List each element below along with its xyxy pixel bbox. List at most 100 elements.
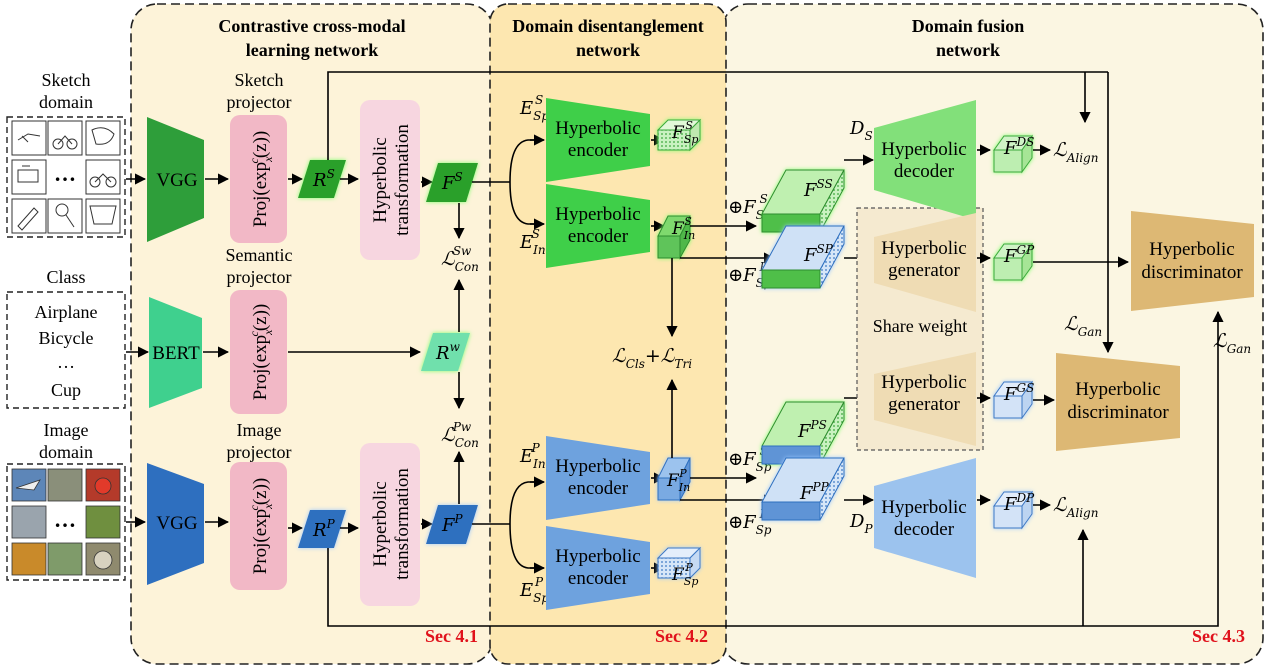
FGS-cube <box>993 380 1033 420</box>
FPin-label: FInP <box>666 467 690 494</box>
bert-block <box>149 297 202 408</box>
FS-box <box>426 163 478 202</box>
image-projector-block <box>230 462 287 590</box>
generator-A-label-2: generator <box>888 260 960 281</box>
sketch-thumbnails <box>11 120 121 234</box>
enc-s-sp-label-2: encoder <box>568 140 629 161</box>
vgg-image-label: VGG <box>156 513 197 534</box>
enc-p-in-label-1: Hyperbolic <box>555 456 640 477</box>
discriminator-A-block <box>1131 211 1254 311</box>
FDS-label: FDS <box>1003 135 1034 159</box>
photo-thumbnails <box>11 468 121 576</box>
class-item-1: Bicycle <box>39 328 94 348</box>
FPin-cube <box>657 457 691 502</box>
image-domain-label-1: Image <box>44 420 89 440</box>
FSsp-label: FSpS <box>671 119 698 146</box>
loss-gan-a: ℒGan <box>1064 313 1102 339</box>
generator-B-label-1: Hyperbolic <box>881 372 966 393</box>
title-disentangle-1: Domain disentanglement <box>512 16 704 36</box>
decoder-S-block <box>874 100 976 220</box>
decoder-S-label-1: Hyperbolic <box>881 139 966 160</box>
RW-label: Rw <box>435 340 461 364</box>
image-projector-label-2: projector <box>227 442 292 462</box>
class-label: Class <box>46 267 85 287</box>
image-ellipsis: … <box>54 507 76 532</box>
E-S-sp-label: ESpS <box>519 93 549 123</box>
sec-tag-4-2: Sec 4.2 <box>655 626 708 646</box>
enc-p-in-label-2: encoder <box>568 478 629 499</box>
E-S-in-label: EInS <box>519 227 546 257</box>
semantic-projector-formula: Proj(expxc(z)) <box>247 304 275 401</box>
svg-text:transformation: transformation <box>392 468 413 580</box>
FPP-label: FPP <box>799 480 830 504</box>
sketch-domain-label-2: domain <box>39 92 93 112</box>
svg-text:transformation: transformation <box>392 124 413 236</box>
FPS-label: FPS <box>797 418 827 442</box>
sketch-ellipsis: … <box>54 161 76 186</box>
FS-label: FS <box>441 170 463 194</box>
RS-label: RS <box>312 167 335 191</box>
class-box <box>6 291 126 409</box>
FSsp-cube <box>656 118 702 152</box>
decoder-S-label-2: decoder <box>894 161 955 182</box>
FP-label: FP <box>441 512 464 536</box>
sec-tag-4-1: Sec 4.1 <box>425 626 478 646</box>
vgg-image-block <box>147 463 204 585</box>
transform-image-block <box>360 443 420 606</box>
title-contrastive-2: learning network <box>246 40 379 60</box>
bert-label: BERT <box>152 343 200 364</box>
svg-text:Proj(expxc(z)): Proj(expxc(z)) <box>247 131 275 228</box>
FPsp-label: FSpP <box>671 561 698 588</box>
sketch-projector-formula: Proj(expxc(z)) <box>247 131 275 228</box>
enc-s-sp-block <box>546 98 650 182</box>
discriminator-A-label-2: discriminator <box>1141 262 1243 283</box>
enc-p-sp-label-1: Hyperbolic <box>555 546 640 567</box>
transform-sketch-label: Hyperbolic transformation <box>370 124 413 236</box>
FSin-label: FInS <box>671 215 695 242</box>
RP-label: RP <box>312 517 336 541</box>
DP-label: DP <box>849 511 873 536</box>
E-P-sp-label: ESpP <box>519 575 549 605</box>
enc-s-in-block <box>546 184 650 268</box>
FSS-label: FSS <box>803 177 833 201</box>
RS-box <box>298 160 346 198</box>
svg-text:Proj(expxc(z)): Proj(expxc(z)) <box>247 304 275 401</box>
generator-B-block <box>874 352 976 446</box>
loss-cls-tri: ℒCls+ℒTri <box>612 345 692 371</box>
enc-s-sp-label-1: Hyperbolic <box>555 118 640 139</box>
DS-label: DS <box>849 118 873 143</box>
decoder-P-block <box>874 458 976 578</box>
FP-box <box>426 505 478 544</box>
image-projector-formula: Proj(expxc(z)) <box>247 478 275 575</box>
decoder-P-label-2: decoder <box>894 519 955 540</box>
discriminator-A-label-1: Hyperbolic <box>1149 239 1234 260</box>
title-fusion-1: Domain fusion <box>912 16 1025 36</box>
E-P-in-label: EInP <box>519 441 546 471</box>
sketch-projector-label-2: projector <box>227 92 292 112</box>
FGP-label: FGP <box>1003 243 1035 267</box>
FDS-cube <box>993 134 1033 174</box>
class-item-2: … <box>57 352 75 372</box>
vgg-sketch-label: VGG <box>156 170 197 191</box>
loss-gan-b: ℒGan <box>1213 330 1251 356</box>
title-fusion-2: network <box>936 40 1000 60</box>
discriminator-B-label-1: Hyperbolic <box>1075 379 1160 400</box>
sketch-projector-block <box>230 115 287 243</box>
FDP-label: FDP <box>1003 491 1035 515</box>
class-item-3: Cup <box>51 380 81 400</box>
FSin-cube <box>657 215 691 260</box>
skip-RP-bottom <box>327 548 1083 627</box>
sec-tag-4-3: Sec 4.3 <box>1192 626 1245 646</box>
share-weight-label: Share weight <box>873 316 967 336</box>
transform-image-label: Hyperbolic transformation <box>370 468 413 580</box>
svg-text:Hyperbolic: Hyperbolic <box>370 481 391 566</box>
image-domain-label-2: domain <box>39 442 93 462</box>
svg-text:Proj(expxc(z)): Proj(expxc(z)) <box>247 478 275 575</box>
FPP-cube <box>761 457 845 521</box>
transform-sketch-block <box>360 100 420 260</box>
FPsp-cube <box>656 546 702 580</box>
FGP-cube <box>993 242 1033 282</box>
loss-align-top: ℒAlign <box>1053 139 1098 165</box>
